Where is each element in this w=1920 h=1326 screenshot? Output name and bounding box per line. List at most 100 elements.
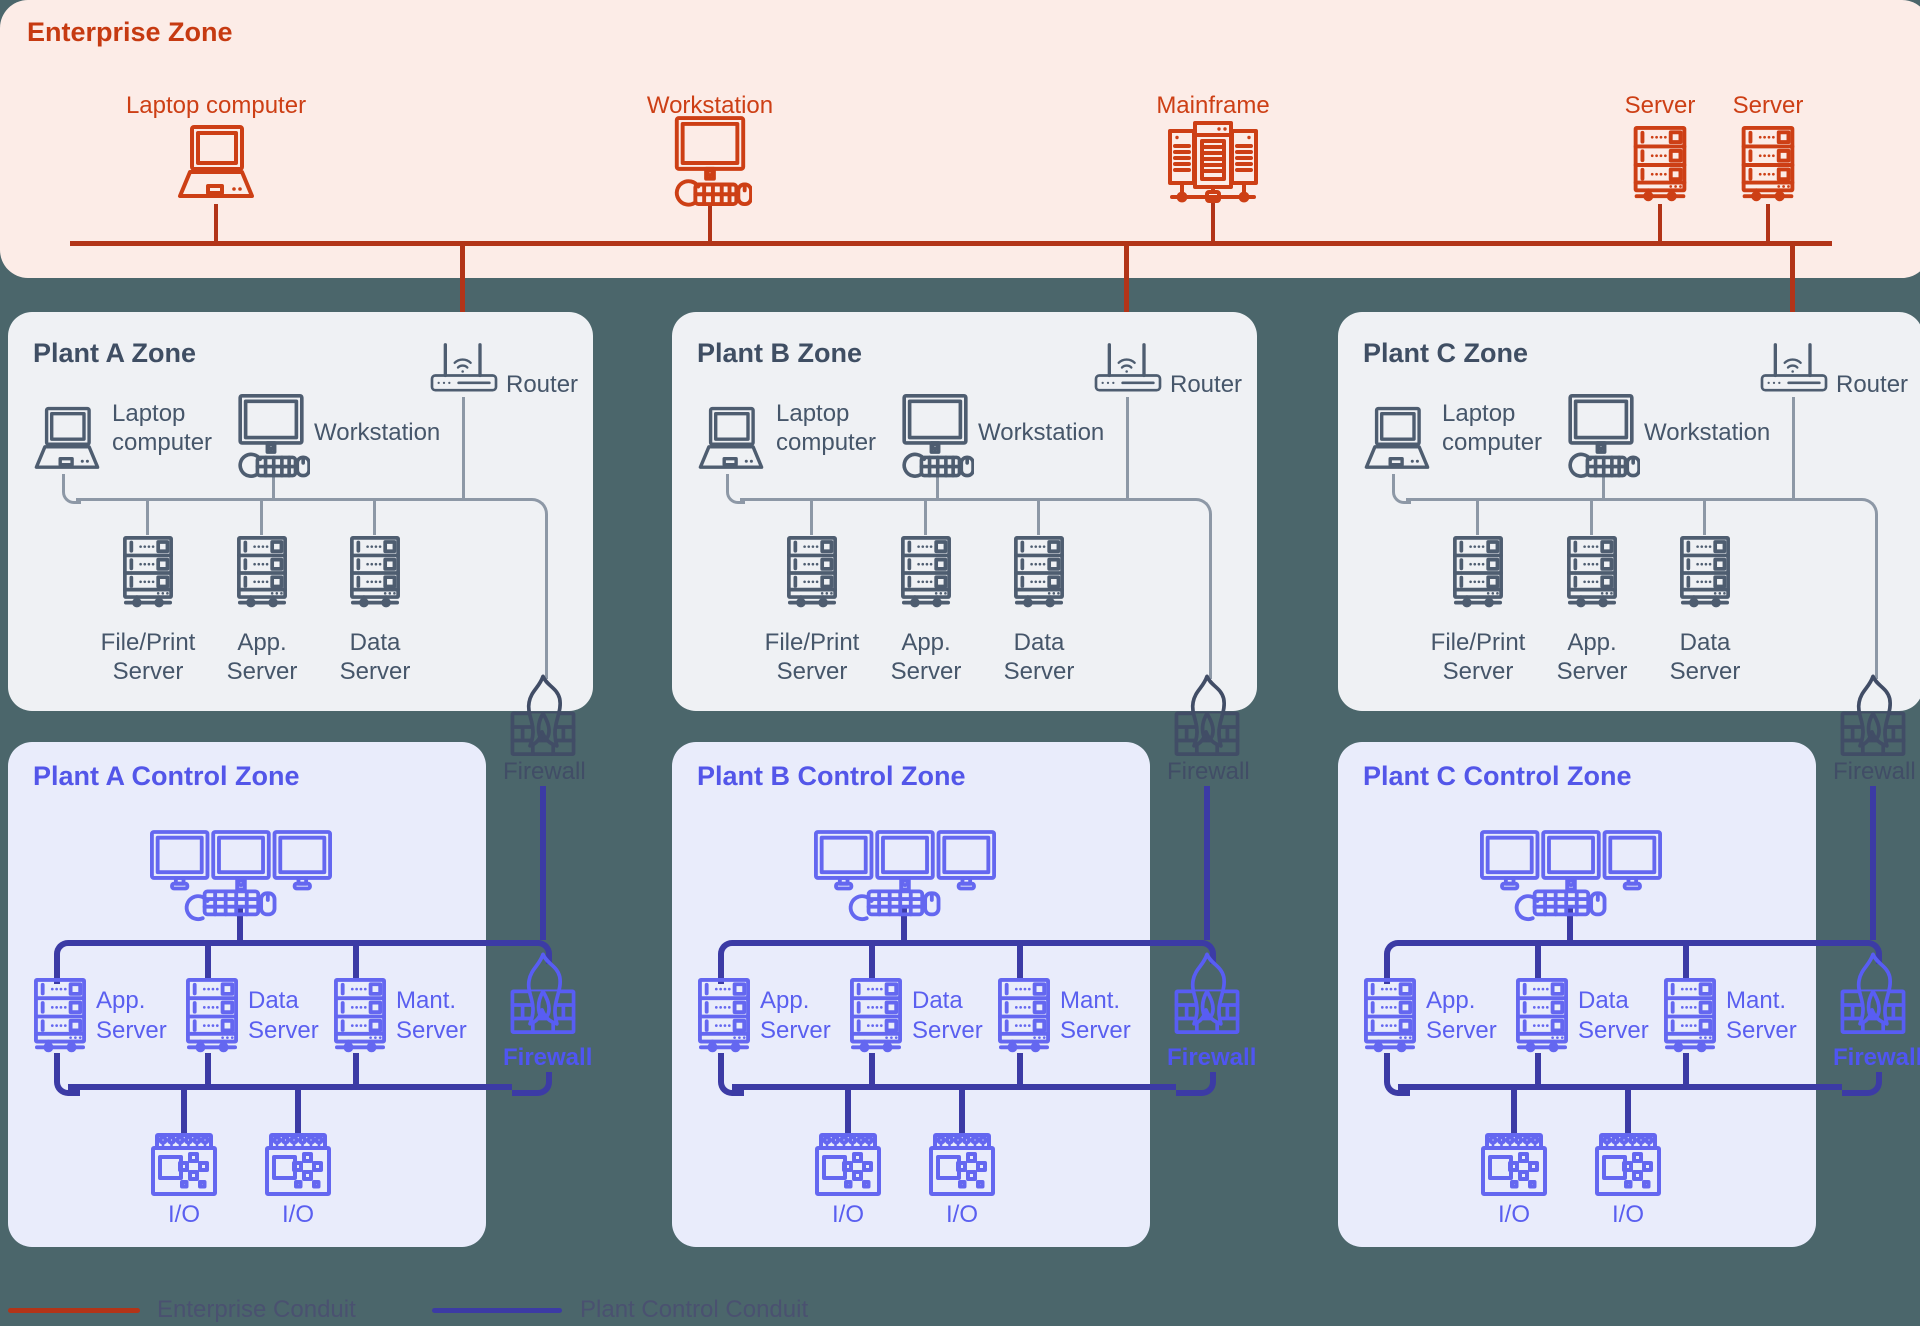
workstation-label: Workstation: [314, 419, 441, 446]
io-module-icon: [1481, 1133, 1547, 1197]
control-top-bus-right-corner: [1842, 940, 1882, 964]
router-icon: [1758, 342, 1830, 397]
laptop-icon: [26, 406, 108, 474]
data-server-link-line: [1037, 501, 1040, 535]
fileprint-server-link-line: [1476, 501, 1479, 535]
control-bottom-bus: [1398, 1084, 1842, 1090]
io1-label: I/O: [831, 1201, 864, 1228]
ctrl-app-server-label: App. Server: [760, 987, 831, 1044]
control-top-bus-right-corner: [512, 940, 552, 964]
firewall-icon: [1833, 934, 1913, 1034]
control-top-bus-left-corner: [54, 940, 80, 984]
ctrl-app-server-label: App. Server: [1426, 987, 1497, 1044]
hmi-link-conduit: [901, 908, 907, 940]
app-server-label: App. Server: [226, 629, 298, 685]
control-zone-panel: [1338, 742, 1816, 1247]
laptop-icon: [168, 124, 264, 204]
enterprise-server2-label: Server: [1732, 92, 1804, 119]
firewall-icon: [503, 656, 583, 756]
control-firewall-label: Firewall: [503, 1044, 593, 1071]
hmi-link-conduit: [1567, 908, 1573, 940]
plant-network-bus: [740, 498, 1152, 501]
data-server-label: Data Server: [1669, 629, 1741, 685]
io1-label: I/O: [167, 1201, 200, 1228]
control-top-bus-left-corner: [1384, 940, 1410, 984]
enterprise-server2-link-line: [1766, 204, 1770, 243]
server-icon: [236, 536, 288, 610]
app-server-link-line: [924, 501, 927, 535]
plant-to-firewall-line: [1818, 498, 1878, 679]
control-bottom-bus-left-corner: [54, 1053, 80, 1096]
control-bottom-bus-right-corner: [512, 1072, 552, 1096]
workstation-link-line: [272, 473, 275, 498]
mant-server-top-conduit: [353, 946, 359, 978]
laptop-label: Laptop computer: [112, 400, 213, 456]
enterprise-to-router-conduit: [1124, 243, 1129, 345]
workstation-icon: [668, 116, 752, 210]
router-label: Router: [506, 371, 579, 398]
ctrl-mant-server-label: Mant. Server: [1726, 987, 1797, 1044]
server-icon: [33, 978, 87, 1055]
data-server-bottom-conduit: [869, 1053, 875, 1084]
io-module-icon: [265, 1133, 331, 1197]
legend-enterprise-conduit-line: [8, 1308, 140, 1313]
control-zone-panel: [672, 742, 1150, 1247]
firewall-icon: [503, 934, 583, 1034]
server-icon: [1740, 126, 1796, 204]
ctrl-app-server-label: App. Server: [96, 987, 167, 1044]
router-link-line: [462, 397, 465, 498]
zone-group: Plant B Zone Router Laptop computer Work…: [672, 0, 1257, 1326]
io-module-icon: [929, 1133, 995, 1197]
router-label: Router: [1170, 371, 1243, 398]
server-icon: [1679, 536, 1731, 610]
laptop-link-line: [726, 474, 745, 504]
server-icon: [1566, 536, 1618, 610]
firewall-icon: [1167, 656, 1247, 756]
control-top-bus: [1398, 940, 1842, 946]
server-icon: [333, 978, 387, 1055]
control-bottom-bus: [732, 1084, 1176, 1090]
laptop-link-line: [1392, 474, 1411, 504]
io2-link-conduit: [295, 1090, 301, 1133]
io2-label: I/O: [945, 1201, 978, 1228]
app-server-label: App. Server: [890, 629, 962, 685]
firewall-to-control-conduit: [1870, 786, 1876, 940]
server-icon: [1515, 978, 1569, 1055]
hmi-workstation-icon: [814, 830, 996, 924]
mant-server-bottom-conduit: [353, 1053, 359, 1084]
enterprise-workstation-link-line: [708, 206, 712, 243]
control-top-bus: [68, 940, 512, 946]
data-server-bottom-conduit: [205, 1053, 211, 1084]
data-server-top-conduit: [205, 946, 211, 978]
plant-to-firewall-line: [1152, 498, 1212, 679]
control-top-bus-left-corner: [718, 940, 744, 984]
enterprise-laptop-label: Laptop computer: [125, 92, 307, 119]
legend-enterprise-conduit-label: Enterprise Conduit: [157, 1296, 356, 1323]
control-bottom-bus-left-corner: [1384, 1053, 1410, 1096]
enterprise-to-router-conduit: [460, 243, 465, 345]
hmi-link-conduit: [237, 908, 243, 940]
legend-plant-control-conduit-label: Plant Control Conduit: [580, 1296, 809, 1323]
laptop-icon: [690, 406, 772, 474]
firewall-to-control-conduit: [1204, 786, 1210, 940]
enterprise-zone-title: Enterprise Zone: [27, 17, 233, 47]
control-zone-title: Plant C Control Zone: [1363, 761, 1632, 791]
io2-link-conduit: [959, 1090, 965, 1133]
data-server-bottom-conduit: [1535, 1053, 1541, 1084]
data-server-top-conduit: [869, 946, 875, 978]
server-icon: [1363, 978, 1417, 1055]
control-bottom-bus-right-corner: [1176, 1072, 1216, 1096]
data-server-label: Data Server: [339, 629, 411, 685]
io-module-icon: [151, 1133, 217, 1197]
workstation-icon: [896, 394, 974, 481]
zone-group: Plant A Zone Router Laptop computer Work…: [8, 0, 593, 1326]
router-link-line: [1126, 397, 1129, 498]
server-icon: [1452, 536, 1504, 610]
mant-server-bottom-conduit: [1017, 1053, 1023, 1084]
firewall-icon: [1833, 656, 1913, 756]
io2-label: I/O: [281, 1201, 314, 1228]
ctrl-mant-server-label: Mant. Server: [1060, 987, 1131, 1044]
io-module-icon: [1595, 1133, 1661, 1197]
control-firewall-label: Firewall: [1833, 1044, 1920, 1071]
control-firewall-label: Firewall: [1167, 1044, 1257, 1071]
